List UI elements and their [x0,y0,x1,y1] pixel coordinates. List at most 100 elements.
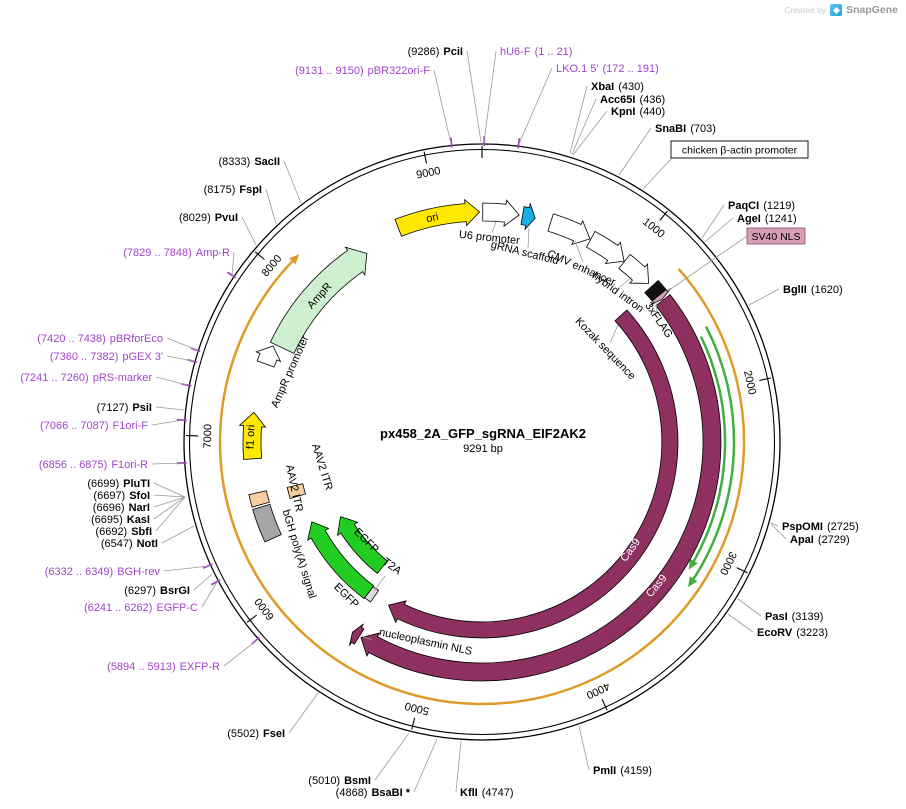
label-t2a[interactable]: T2A [380,556,404,578]
site-pmli-pointer [578,725,590,771]
site-xbai-pointer [569,85,588,154]
ampr-feature[interactable] [269,246,368,354]
grna-scaffold-feature[interactable] [520,202,536,231]
site-pasi[interactable]: PasI(3139) [765,611,823,623]
primer-f1ori-r[interactable]: (6856 .. 6875)F1ori-R [39,459,148,471]
site-pvui-pointer [241,216,257,246]
f1-ori-feature[interactable] [238,411,267,460]
site-kasi[interactable]: (6695)KasI [91,514,150,526]
site-bsmi[interactable]: (5010)BsmI [308,775,371,787]
box-chicken-beta-actin-promoter[interactable]: chicken β-actin promoter [682,144,798,156]
backbone-outer-circle [183,143,781,741]
site-bsabi-pointer [413,738,438,793]
site-ecorv[interactable]: EcoRV(3223) [757,627,828,639]
scale-tick-5000 [411,717,416,730]
site-psii[interactable]: (7127)PsiI [97,402,152,414]
site-pmli[interactable]: PmlI(4159) [593,765,652,777]
site-agei-pointer [704,217,734,243]
site-fspi[interactable]: (8175)FspI [204,184,262,196]
label-cmv-enhancer-pointer [574,240,584,263]
egfp-inner-feature[interactable] [336,516,388,574]
scale-tick-6000 [246,614,258,623]
primer-tick-9140 [449,137,453,148]
primer-pgex-3[interactable]: (7360 .. 7382)pGEX 3' [50,351,163,363]
scale-tick-9000 [423,151,428,164]
primer-egfp-c[interactable]: (6241 .. 6262)EGFP-C [84,602,198,614]
site-sbfi[interactable]: (6692)SbfI [95,526,152,538]
site-pluti[interactable]: (6699)PluTI [87,478,150,490]
aav2-itr-2-feature[interactable] [286,483,306,499]
site-fsei[interactable]: (5502)FseI [227,728,285,740]
box-sv40-nls[interactable]: SV40 NLS [751,231,800,243]
site-sbfi-pointer [155,496,186,532]
label-t2a-pointer [373,575,386,592]
box-chicken-beta-actin-promoter-pointer [642,157,673,190]
egfp-feature[interactable] [307,521,375,600]
site-snabi-pointer [618,127,652,176]
primer-f1ori-f[interactable]: (7066 .. 7087)F1ori-F [40,420,148,432]
bgh-polya-signal-feature[interactable] [252,503,282,543]
primer-hu6-f[interactable]: hU6-F(1 .. 21) [500,46,572,58]
cmv-enhancer-feature[interactable] [547,213,591,246]
site-bglii-pointer [748,288,780,306]
u6-promoter-feature[interactable] [482,199,520,227]
scale-label-9000: 9000 [415,165,441,182]
label-f1-ori[interactable]: f1 ori [245,424,258,449]
site-kfli[interactable]: KflI(4747) [460,787,514,799]
site-bsrgi[interactable]: (6297)BsrGI [124,585,190,597]
primer-prs-marker[interactable]: (7241 .. 7260)pRS-marker [20,372,152,384]
label-hybrid-intron-pointer [619,276,633,288]
label-aav2-itr-2[interactable]: AAV2 ITR [309,442,335,492]
green-arc-1[interactable] [692,326,736,580]
site-pspomi[interactable]: PspOMI(2725) [782,521,859,533]
green-arc-2[interactable] [692,336,727,562]
site-sfoi-pointer [153,494,186,498]
orange-arc-arrowhead [289,254,300,265]
ori-feature[interactable] [394,198,481,237]
primer-amp-r[interactable]: (7829 .. 7848)Amp-R [123,247,230,259]
primer-lko1-5[interactable]: LKO.1 5'(172 .. 191) [556,63,659,75]
hybrid-intron-feature[interactable] [618,253,650,284]
scale-label-5000: 5000 [404,699,431,716]
site-sfoi[interactable]: (6697)SfoI [93,490,150,502]
site-acc65i[interactable]: Acc65I(436) [600,94,665,106]
primer-egfp-c-pointer [201,581,218,608]
primer-hu6-f-pointer [483,50,497,143]
site-agei[interactable]: AgeI(1241) [737,213,797,225]
site-apai-pointer [770,523,787,540]
orange-arc[interactable] [218,260,746,706]
cas9-feature[interactable] [360,294,722,682]
site-sacii[interactable]: (8333)SacII [219,156,280,168]
site-paqci[interactable]: PaqCI(1219) [728,200,795,212]
site-snabi[interactable]: SnaBI(703) [655,123,716,135]
ampr-promoter-feature[interactable] [255,345,282,368]
site-pvui[interactable]: (8029)PvuI [179,212,238,224]
site-noti[interactable]: (6547)NotI [101,538,158,550]
primer-exfp-r[interactable]: (5894 .. 5913)EXFP-R [107,661,220,673]
primer-pbr322ori-f[interactable]: (9131 .. 9150)pBR322ori-F [295,65,430,77]
primer-pbr322ori-f-pointer [433,69,452,145]
chicken-beta-actin-promoter-feature[interactable] [585,230,625,265]
site-kpni-pointer [572,110,608,156]
cas9-inner-feature[interactable] [387,309,679,639]
primer-exfp-r-pointer [223,639,258,667]
site-apai[interactable]: ApaI(2729) [790,534,850,546]
3xflag-feature[interactable] [644,279,667,302]
watermark-brand: SnapGene [846,4,898,16]
primer-bgh-rev[interactable]: (6332 .. 6349)BGH-rev [45,566,161,578]
label-ori[interactable]: ori [425,211,439,225]
primer-pbrforeco[interactable]: (7420 .. 7438)pBRforEco [37,333,163,345]
scale-tick-8000 [254,251,265,260]
snapgene-logo-icon [830,4,843,16]
nucleoplasmin-nls-feature[interactable] [349,623,365,646]
aav2-itr-feature[interactable] [248,490,270,508]
site-bglii[interactable]: BglII(1620) [783,284,843,296]
primer-pbrforeco-pointer [166,337,198,351]
site-nari[interactable]: (6696)NarI [93,502,150,514]
site-kpni[interactable]: KpnI(440) [611,106,665,118]
site-pcii-pointer [466,50,482,143]
site-bsabi[interactable]: (4868)BsaBI * [336,787,411,799]
site-xbai[interactable]: XbaI(430) [591,81,644,93]
site-pcii[interactable]: (9286)PciI [408,46,463,58]
primer-f1ori-f-pointer [151,419,184,426]
